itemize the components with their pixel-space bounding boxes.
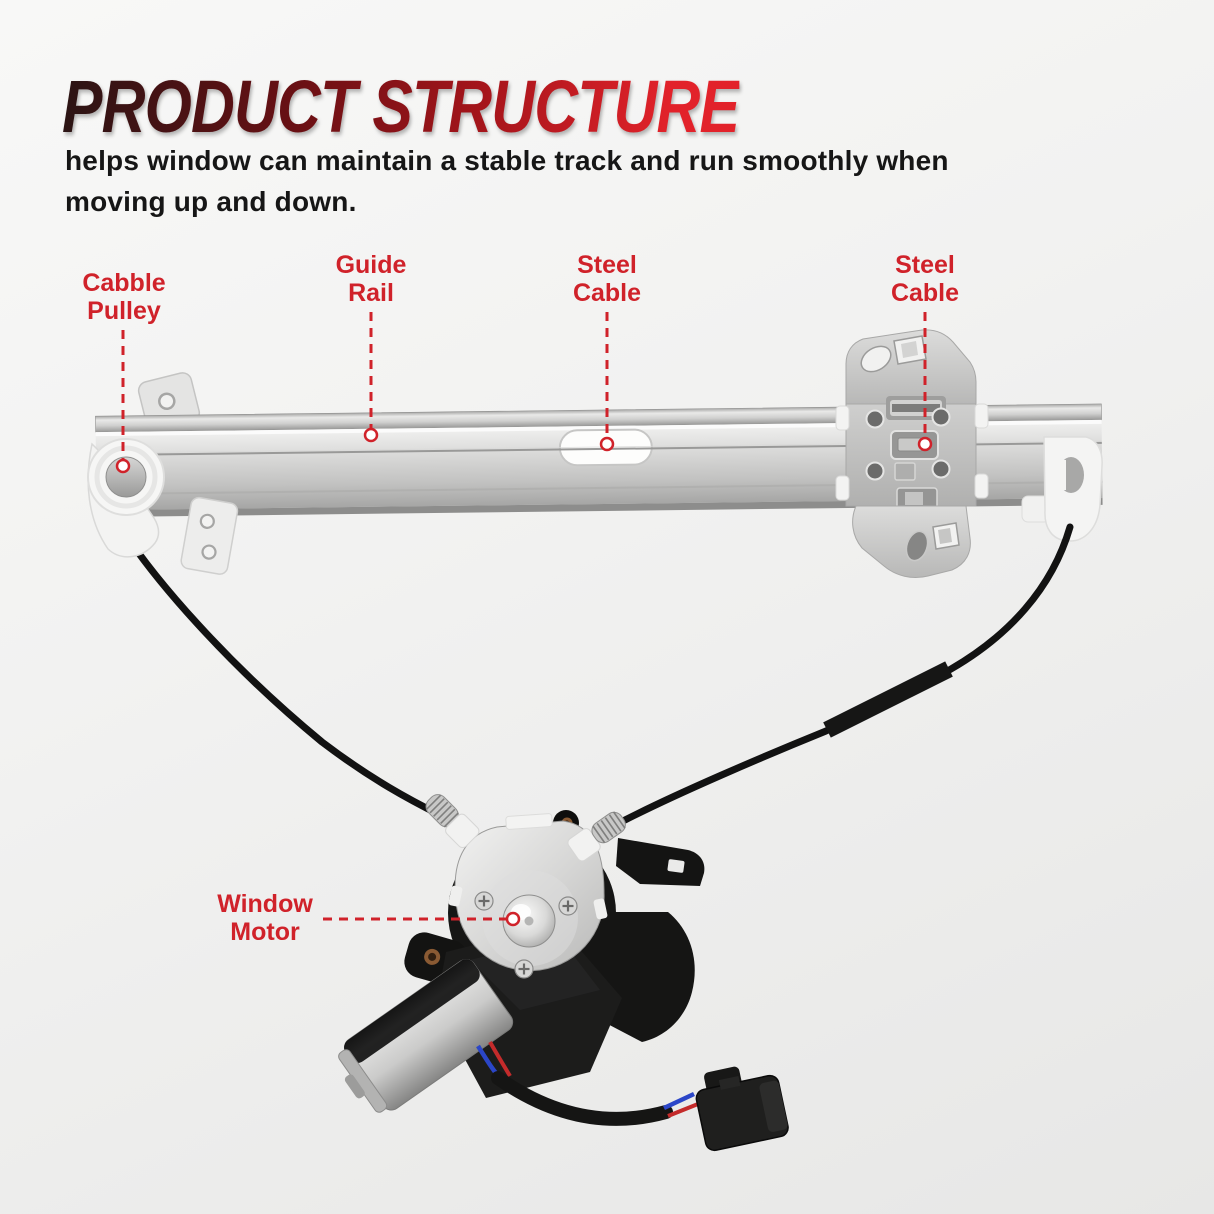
callout-steel-cable-left: Steel Cable: [573, 251, 641, 307]
callout-cable-pulley-line2: Pulley: [87, 297, 161, 325]
callout-guide-rail-line1: Guide: [335, 251, 407, 279]
motor-armature: [338, 959, 514, 1113]
cable-nipple-left: [425, 794, 480, 849]
callout-steel-cable-left-line1: Steel: [577, 251, 637, 279]
steel-cable-right: [621, 523, 1074, 824]
cable-pulley: [87, 438, 165, 558]
cable-sleeve: [823, 661, 953, 738]
wire-blue-end: [663, 1091, 695, 1111]
callout-steel-cable-right-line1: Steel: [895, 251, 955, 279]
subtitle-line-2: moving up and down.: [65, 186, 357, 217]
callout-cable-pulley: Cabble Pulley: [82, 269, 165, 325]
subtitle-line-1: helps window can maintain a stable track…: [65, 145, 949, 176]
bracket-oval-hole-top: [860, 345, 892, 373]
mounting-plate-left: [180, 496, 239, 575]
callout-cable-pulley-line1: Cabble: [82, 269, 166, 297]
callout-steel-cable-left-line2: Cable: [572, 279, 642, 307]
callout-steel-cable-right-line2: Cable: [890, 279, 960, 307]
callout-guide-rail-line2: Rail: [348, 279, 394, 307]
window-motor: [338, 794, 789, 1152]
subtitle: helps window can maintain a stable track…: [65, 140, 1085, 222]
callout-window-motor-line2: Motor: [230, 918, 300, 946]
rail-end-cap: [1021, 436, 1103, 542]
wire-red-end: [667, 1102, 699, 1118]
motor-screws: [474, 891, 578, 979]
callout-guide-rail: Guide Rail: [336, 251, 407, 307]
wire-red: [488, 1041, 512, 1078]
page-title: PRODUCT STRUCTURE: [62, 65, 740, 148]
callout-steel-cable-right: Steel Cable: [891, 251, 959, 307]
callout-leaders: [115, 312, 933, 927]
steel-cable-left: [110, 512, 444, 819]
carrier-bracket: [835, 329, 989, 579]
wiring-harness: [491, 1071, 673, 1126]
motor-right-arm: [616, 838, 705, 886]
connector-plug: [695, 1066, 789, 1152]
bracket-oval-hole-bottom: [905, 530, 929, 562]
callout-window-motor-line1: Window: [217, 890, 313, 918]
callout-window-motor: Window Motor: [217, 890, 313, 946]
cable-nipple-right: [567, 811, 626, 862]
